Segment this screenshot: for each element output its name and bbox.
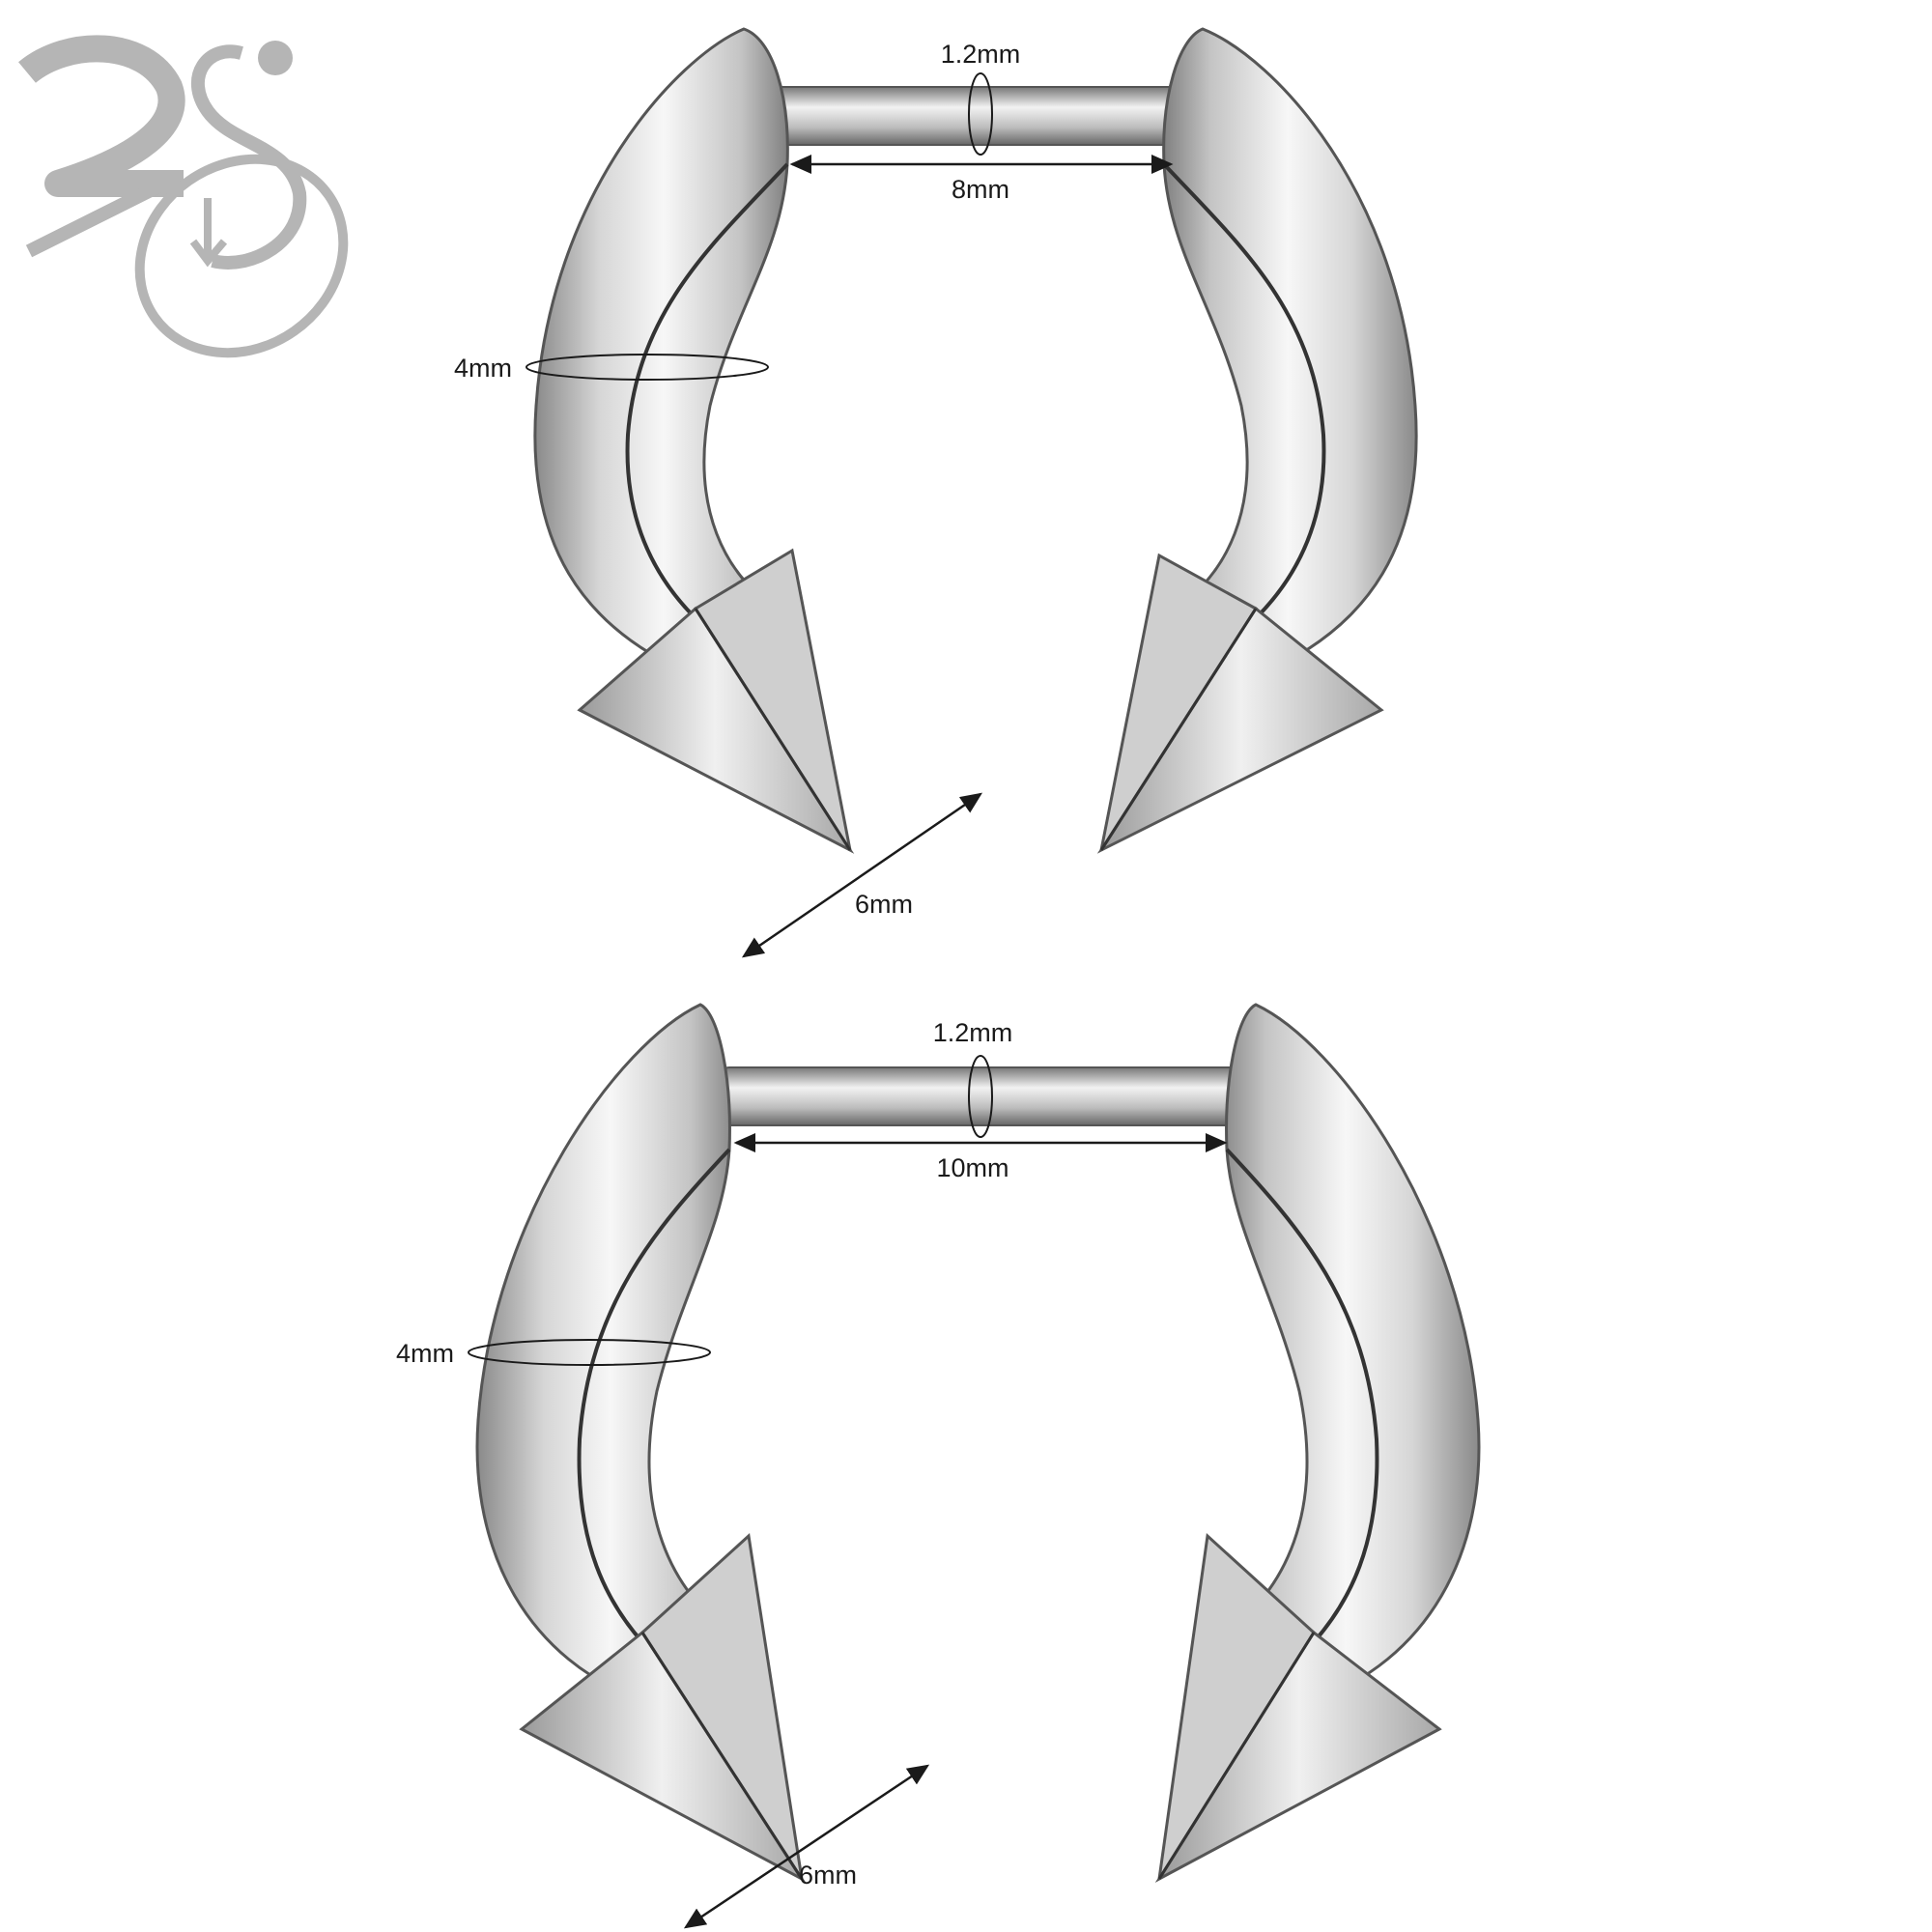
spike-length-indicator-2: 6mm	[683, 1764, 930, 1929]
spike-length-label-2: 6mm	[799, 1861, 857, 1889]
inner-length-label-2: 10mm	[936, 1153, 1009, 1182]
inner-length-label-1: 8mm	[952, 175, 1009, 204]
thickness-label-2: 4mm	[396, 1339, 454, 1368]
spike-length-indicator-1: 6mm	[741, 792, 983, 958]
inner-length-indicator-1: 8mm	[789, 155, 1174, 204]
inner-length-indicator-2: 10mm	[733, 1133, 1228, 1182]
spike-length-label-1: 6mm	[855, 890, 913, 919]
pin-gauge-label-1: 1.2mm	[941, 40, 1021, 69]
pin-1	[772, 86, 1189, 146]
thickness-indicator-2: 4mm	[396, 1339, 711, 1368]
product-2: 1.2mm 10mm 4mm 6mm	[396, 1003, 1481, 1929]
pin-gauge-indicator-2: 1.2mm	[933, 1018, 1013, 1138]
brand-logo	[18, 35, 349, 358]
thickness-indicator-1: 4mm	[454, 354, 769, 383]
thickness-label-1: 4mm	[454, 354, 512, 383]
product-1: 1.2mm 8mm 4mm 6mm	[454, 27, 1418, 958]
pin-2	[719, 1066, 1242, 1126]
pin-gauge-label-2: 1.2mm	[933, 1018, 1013, 1047]
pin-gauge-indicator-1: 1.2mm	[941, 40, 1021, 156]
right-spike-1	[1096, 553, 1384, 854]
right-spike-2	[1154, 1532, 1442, 1883]
